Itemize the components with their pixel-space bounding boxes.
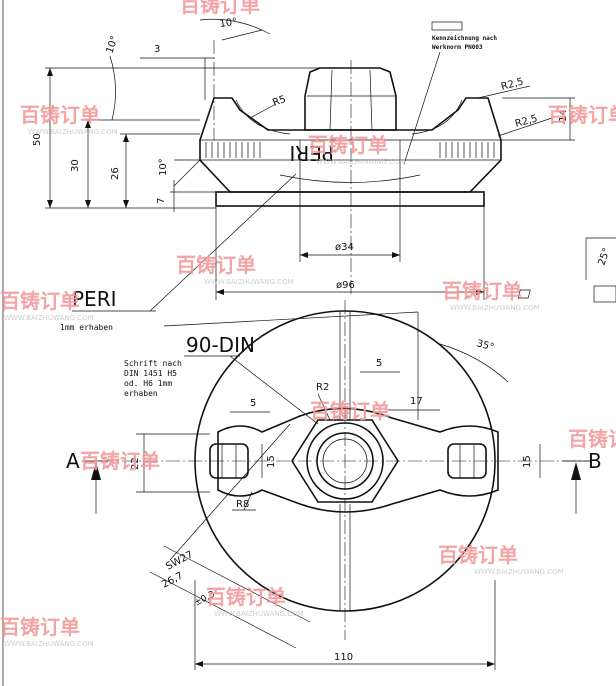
- dim-5-left-label: 5: [250, 398, 256, 409]
- watermark-url: WWW.BAIZHUWANG.COM: [4, 640, 94, 648]
- marking-note-box: [431, 21, 463, 31]
- watermark-brand: 百铸订单: [438, 543, 518, 567]
- dim-3-label: 3: [154, 44, 160, 55]
- watermark-brand: 百铸订单: [310, 399, 390, 423]
- watermark-brand: 百铸订单: [0, 615, 80, 639]
- peri-callout: PERI 1mm erhaben: [60, 173, 297, 332]
- watermark-brand: 百铸订单: [308, 133, 388, 157]
- watermark-url: WWW.BAIZHUWANG.COM: [4, 314, 94, 322]
- watermark-url: WWW.BAIZHUWANG.COM: [474, 568, 564, 576]
- watermark-url: WWW.BAIZHUWANG.COM: [450, 304, 540, 312]
- schrift-line1: Schrift nach: [124, 359, 182, 368]
- watermark-brand: 百铸订单: [180, 0, 260, 17]
- watermark-url: WWW.BAIZHUWANG.COM: [204, 278, 294, 286]
- watermark-brand: 百铸订单: [206, 585, 286, 609]
- wing-shape: [217, 407, 499, 513]
- dia-34-label: ø34: [335, 242, 354, 253]
- watermark-brand: 百铸订单: [0, 289, 80, 313]
- marking-note-line1: Kennzeichnung nach: [432, 35, 497, 42]
- dim-5-top-label: 5: [376, 358, 382, 369]
- section-b-label: B: [588, 449, 602, 473]
- dim-26-label: 26: [110, 167, 121, 180]
- angle-35-label: 35°: [475, 338, 495, 353]
- watermarks: 百铸订单 百铸订单 WWW.BAIZHUWANG.COM 百铸订单 WWW.BA…: [0, 0, 616, 648]
- radius-r8-label: R8: [236, 499, 249, 510]
- embossed-peri: PERI: [290, 141, 335, 165]
- dim-30-label: 30: [70, 159, 81, 172]
- dim-110-label: 110: [334, 652, 353, 663]
- dia-96-label: ø96: [336, 280, 355, 291]
- schrift-line2: DIN 1451 H5: [124, 369, 177, 378]
- watermark-brand: 百铸订单: [548, 103, 616, 127]
- peri-sub-label: 1mm erhaben: [60, 323, 113, 332]
- radius-r5-label: R5: [271, 94, 287, 109]
- dim-14-label: 14: [558, 109, 569, 122]
- hex-nut-top: [291, 419, 399, 503]
- watermark-url: WWW.BAIZHUWANG.COM: [316, 158, 406, 166]
- dim-15-right-label: 15: [522, 455, 533, 468]
- watermark-brand: 百铸订单: [80, 449, 160, 473]
- base-plate: [215, 191, 485, 207]
- din-label: 90-DIN: [186, 333, 255, 357]
- dim-15-left-label: 15: [266, 455, 277, 468]
- schrift-line3: od. H6 1mm: [124, 379, 172, 388]
- marking-note-line2: Werknorm PN003: [432, 44, 483, 51]
- watermark-brand: 百铸订单: [568, 427, 616, 451]
- dim-22-label: 22: [130, 457, 141, 470]
- watermark-brand: 百铸订单: [442, 279, 522, 303]
- watermark-url: WWW.BAIZHUWANG.COM: [28, 128, 118, 136]
- schrift-line4: erhaben: [124, 389, 158, 398]
- watermark-brand: 百铸订单: [20, 103, 100, 127]
- knurl-ticks: [205, 142, 495, 158]
- side-view: 50 30 26 7 10° 10° 10° 3 R5: [32, 17, 575, 300]
- angle-top-2-label: 10°: [219, 17, 238, 30]
- peri-big-label: PERI: [72, 287, 117, 311]
- section-a-label: A: [66, 449, 80, 473]
- radius-r2-label: R2: [316, 382, 329, 393]
- dim-7-label: 7: [156, 198, 167, 204]
- angle-left-label: 10°: [158, 158, 169, 176]
- dim-50-label: 50: [32, 133, 43, 146]
- top-view: 90-DIN Schrift nach DIN 1451 H5 od. H6 1…: [66, 300, 602, 670]
- watermark-brand: 百铸订单: [176, 253, 256, 277]
- dim-17-label: 17: [410, 396, 423, 407]
- watermark-url: WWW.BAIZHUWANG.COM: [214, 610, 304, 618]
